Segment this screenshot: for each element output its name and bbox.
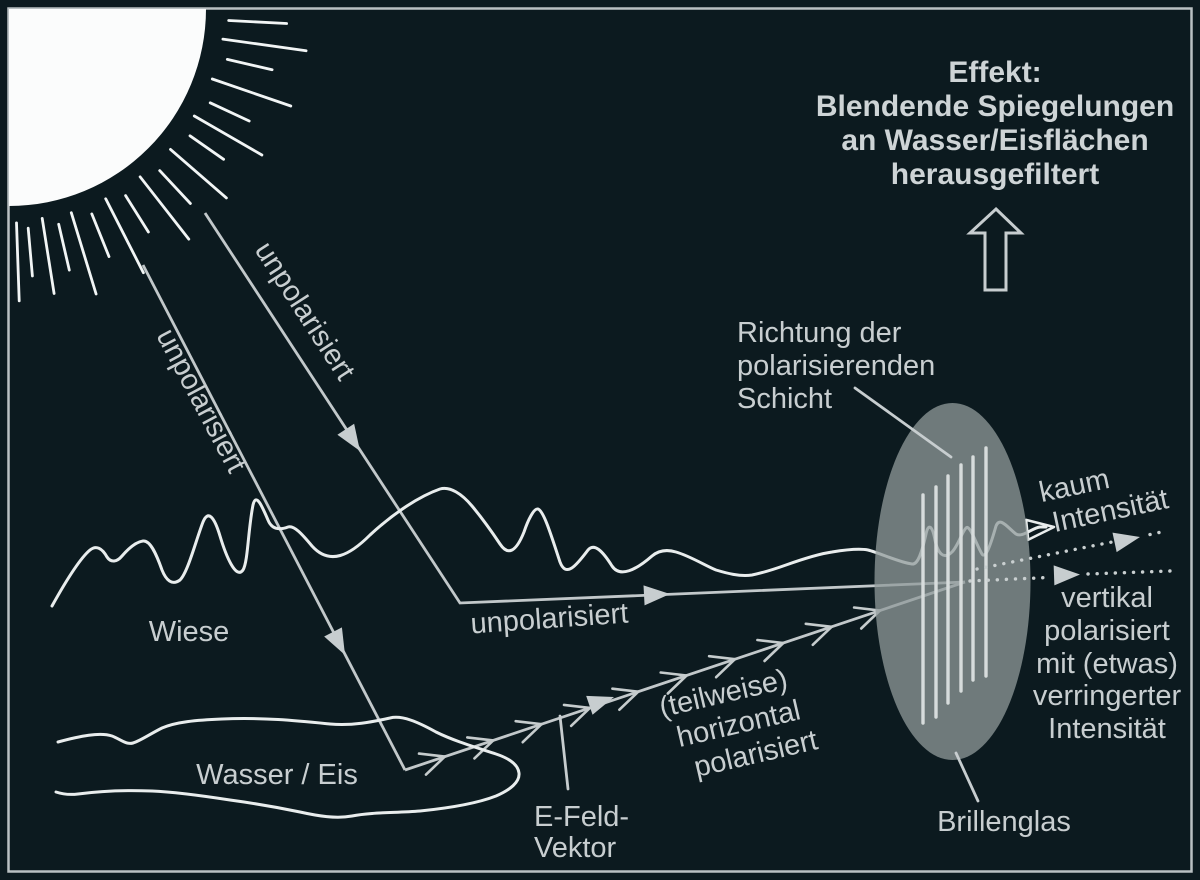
decorative-line (104, 197, 145, 275)
decorative-line (811, 625, 833, 647)
up-arrow-icon (966, 206, 1025, 292)
arrowhead-ray2 (324, 627, 345, 655)
decorative-line (90, 212, 111, 259)
richtung-label-block: Richtung der polarisierenden Schicht (737, 317, 935, 415)
wiese-label: Wiese (149, 616, 230, 648)
leader-efeld (558, 714, 570, 791)
decorative-line (666, 674, 688, 695)
decorative-line (465, 736, 495, 742)
decorative-line (210, 77, 293, 108)
effekt-line2: Blendende Spiegelungen (816, 90, 1174, 123)
leader-richtung (853, 386, 953, 459)
decorative-line (227, 19, 289, 25)
decorative-line (804, 622, 833, 629)
arrowhead-mid-ray (643, 585, 670, 606)
incident-beams (141, 212, 966, 776)
dotted-ray-kaum-tail (1148, 529, 1168, 537)
decorative-line (15, 221, 21, 303)
decorative-line (417, 752, 447, 758)
sun-disc (9, 9, 206, 206)
decorative-line (225, 58, 274, 72)
decorative-line (169, 147, 228, 200)
richtung-line2: polarisierenden (737, 350, 935, 382)
sun-rays (15, 19, 308, 303)
polarizing-layer-lines (921, 446, 988, 725)
wasser-eis-label: Wasser / Eis (196, 759, 358, 791)
leader-brillenglas (954, 751, 980, 803)
arrowhead-kaum (1112, 532, 1140, 553)
decorative-line (659, 671, 688, 677)
decorative-line (192, 114, 264, 157)
out-label-line1: vertikal (1061, 582, 1153, 614)
lens-ellipse (874, 403, 1031, 760)
decorative-line (40, 216, 56, 295)
decorative-line (569, 706, 592, 728)
brillenglas-label: Brillenglas (937, 806, 1071, 838)
dotted-ray-vertikal (968, 575, 1050, 583)
decorative-line (618, 690, 640, 712)
water-outline (54, 715, 521, 819)
decorative-line (221, 37, 308, 53)
effekt-line1: Effekt: (948, 56, 1041, 89)
beam-ray2 (141, 264, 407, 771)
decorative-line (158, 169, 192, 205)
arrowhead-reflected-ray (586, 695, 614, 715)
efeld-label-block: E-Feld- Vektor (534, 801, 629, 864)
out-label-line3: mit (etwas) (1036, 648, 1178, 680)
decorative-line (124, 194, 150, 234)
decorative-line (26, 226, 34, 278)
decorative-line (756, 638, 785, 645)
outgoing-rays (968, 529, 1172, 586)
decorative-line (188, 134, 226, 161)
decorative-line (57, 222, 71, 272)
decorative-line (707, 654, 737, 661)
vertikal-label-block: vertikal polarisiert mit (etwas) verring… (1033, 582, 1182, 745)
sun-icon (9, 9, 308, 303)
effekt-line3: an Wasser/Eisflächen (841, 124, 1148, 157)
decorative-line (208, 101, 251, 123)
decorative-line (69, 211, 98, 296)
richtung-line1: Richtung der (737, 317, 902, 349)
effekt-block: Effekt: Blendende Spiegelungen an Wasser… (816, 56, 1174, 292)
decorative-line (424, 755, 447, 776)
arrowhead-vertikal (1053, 565, 1080, 586)
decorative-line (514, 719, 543, 726)
richtung-line3: Schicht (737, 383, 832, 415)
decorative-line (611, 687, 640, 694)
efeld-line1: E-Feld- (534, 801, 629, 833)
arrowhead-ray1 (337, 423, 360, 451)
efeld-line2: Vektor (534, 832, 617, 864)
decorative-line (714, 657, 737, 679)
frame-border (7, 7, 1193, 873)
out-label-line2: polarisiert (1044, 615, 1170, 647)
decorative-line (763, 641, 785, 663)
decorative-line (521, 722, 543, 744)
effekt-line4: herausgefiltert (891, 158, 1099, 191)
out-label-line5: Intensität (1048, 713, 1166, 745)
decorative-line (138, 175, 191, 241)
decorative-line (562, 703, 592, 710)
beam-ray1 (203, 212, 966, 605)
out-label-line4: verringerter (1033, 680, 1182, 712)
